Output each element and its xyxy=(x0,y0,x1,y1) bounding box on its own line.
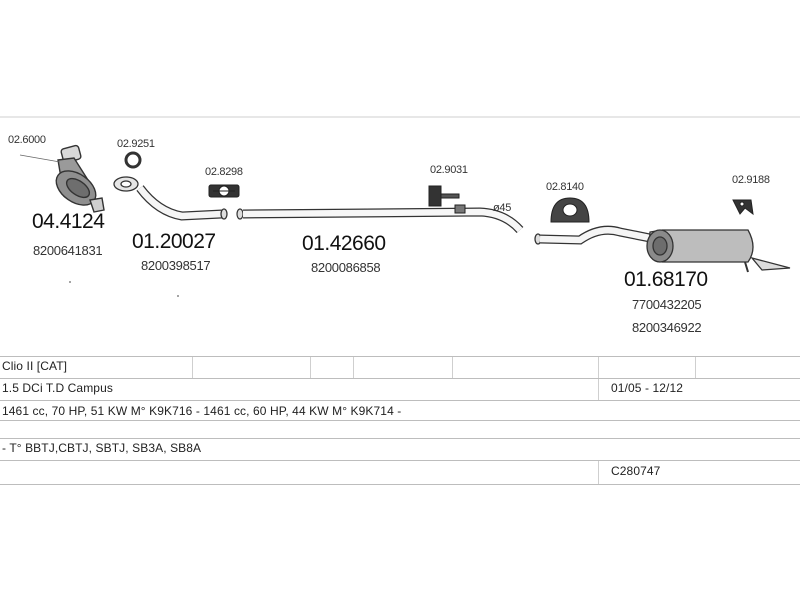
table-line xyxy=(0,356,800,357)
rubber-mount-1-drawing xyxy=(550,197,590,223)
rubber-mount-2-drawing xyxy=(732,199,754,216)
table-line xyxy=(0,438,800,439)
gasket-catalyst-label: 02.6000 xyxy=(8,134,46,146)
catalyst-drawing xyxy=(19,144,105,213)
rear-silencer-drawing xyxy=(534,225,791,273)
table-divider xyxy=(695,357,696,378)
code-cell: C280747 xyxy=(611,464,661,478)
rubber-mount-1-label: 02.8140 xyxy=(546,181,584,193)
gasket-ring-drawing xyxy=(124,151,142,169)
engine-cell: 1461 cc, 70 HP, 51 KW M° K9K716 - 1461 c… xyxy=(2,404,402,418)
dates-cell: 01/05 - 12/12 xyxy=(611,381,684,395)
rear-silencer-oem-2: 8200346922 xyxy=(632,320,702,335)
rear-silencer-code: 01.68170 xyxy=(624,268,708,291)
table-line xyxy=(0,420,800,421)
clamp-1-label: 02.8298 xyxy=(205,166,243,178)
table-line xyxy=(0,378,800,379)
table-divider xyxy=(452,357,453,378)
middle-pipe-oem: 8200086858 xyxy=(311,260,381,275)
clamp-2-drawing xyxy=(428,185,466,214)
front-pipe-drawing xyxy=(113,176,228,221)
table-line xyxy=(0,484,800,485)
middle-pipe-drawing xyxy=(236,207,524,234)
rubber-mount-2-label: 02.9188 xyxy=(732,174,770,186)
gasket-ring-label: 02.9251 xyxy=(117,138,155,150)
version-cell: 1.5 DCi T.D Campus xyxy=(2,381,113,395)
table-line xyxy=(0,460,800,461)
rear-silencer-oem-1: 7700432205 xyxy=(632,297,702,312)
table-line xyxy=(0,400,800,401)
catalyst-code: 04.4124 xyxy=(32,210,105,233)
table-divider xyxy=(598,379,599,400)
table-divider xyxy=(353,357,354,378)
front-pipe-oem: 8200398517 xyxy=(141,258,211,273)
clamp-1-drawing xyxy=(208,184,240,198)
clamp-2-label: 02.9031 xyxy=(430,164,468,176)
table-divider xyxy=(192,357,193,378)
model-cell: Clio II [CAT] xyxy=(2,359,68,373)
table-divider xyxy=(310,357,311,378)
table-divider xyxy=(598,357,599,378)
catalyst-oem: 8200641831 xyxy=(33,243,103,258)
front-pipe-code: 01.20027 xyxy=(132,230,216,253)
table-divider xyxy=(598,461,599,484)
types-cell: - T° BBTJ,CBTJ, SBTJ, SB3A, SB8A xyxy=(2,441,202,455)
middle-pipe-code: 01.42660 xyxy=(302,232,386,255)
diameter-label: ø45 xyxy=(493,202,512,214)
